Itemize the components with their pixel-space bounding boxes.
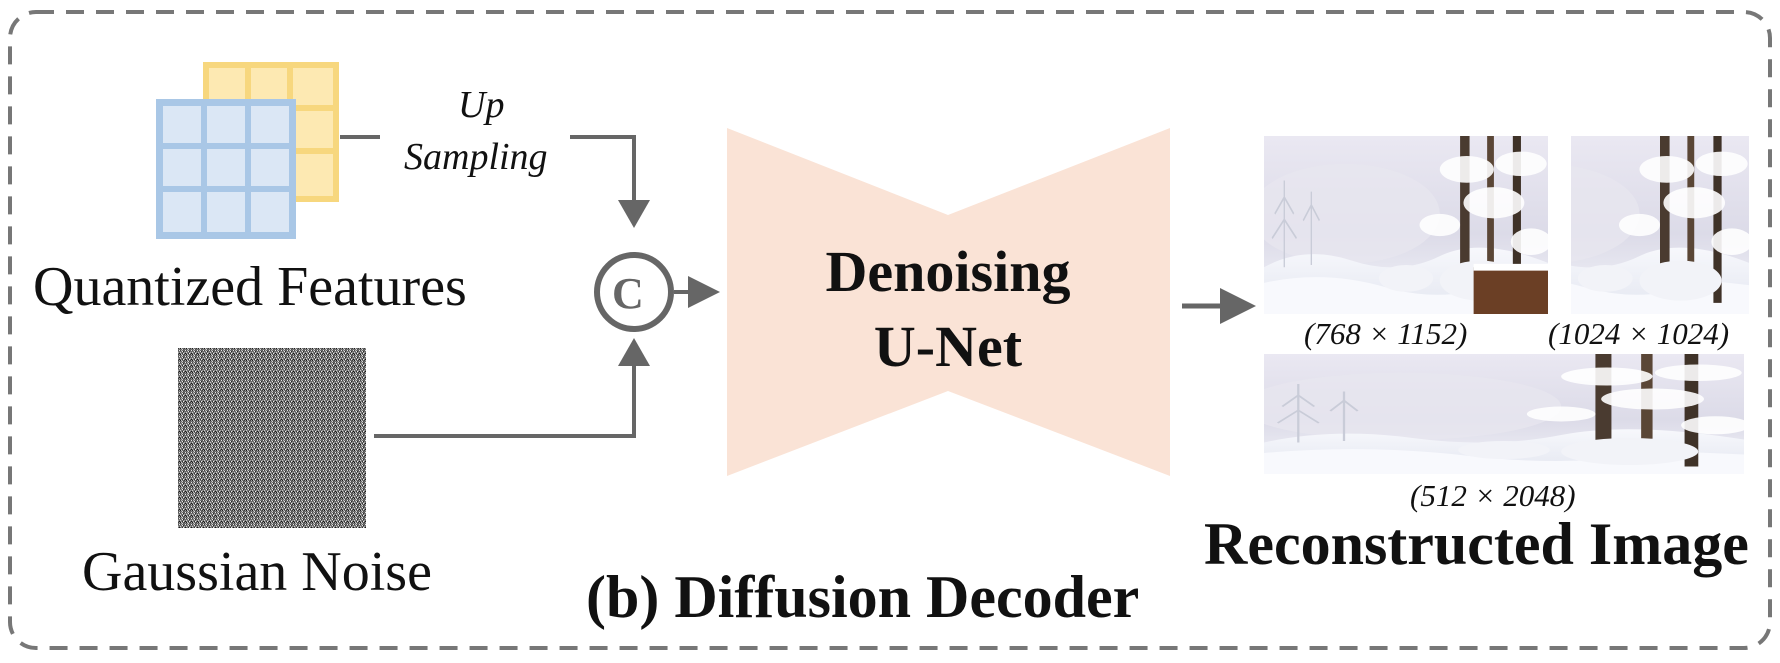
blue-feature-grid: [156, 99, 296, 239]
concat-to-unet-arrowhead: [688, 276, 720, 308]
noise-line: [374, 366, 636, 438]
outer-dashed-border: [8, 10, 1772, 650]
feature-grid-icon: [156, 62, 339, 239]
unet-label-line2: U-Net: [873, 314, 1023, 379]
upsample-label-line2: Sampling: [404, 136, 548, 178]
unet-to-output-arrowhead: [1220, 288, 1256, 324]
upsample-line-right: [570, 135, 636, 200]
resolution-label-2: (1024 × 1024): [1548, 316, 1730, 351]
winter-landscape-image: [1264, 136, 1548, 314]
unet-shape: [727, 128, 1170, 476]
concat-symbol: C: [612, 269, 644, 318]
figure-caption: (b) Diffusion Decoder: [586, 564, 1140, 630]
unet-label-line1: Denoising: [825, 239, 1071, 304]
upsample-label-line1: Up: [458, 84, 505, 126]
upsample-arrowhead: [618, 200, 650, 228]
winter-landscape-image: [1264, 354, 1744, 474]
resolution-label-3: (512 × 2048): [1410, 478, 1576, 513]
resolution-label-1: (768 × 1152): [1304, 316, 1468, 351]
gaussian-noise-label: Gaussian Noise: [82, 541, 432, 603]
reconstructed-image-title: Reconstructed Image: [1204, 511, 1749, 577]
quantized-features-label: Quantized Features: [33, 256, 467, 318]
noise-square-icon: [178, 348, 366, 528]
concat-circle-icon: [594, 252, 674, 332]
noise-arrowhead: [618, 338, 650, 366]
